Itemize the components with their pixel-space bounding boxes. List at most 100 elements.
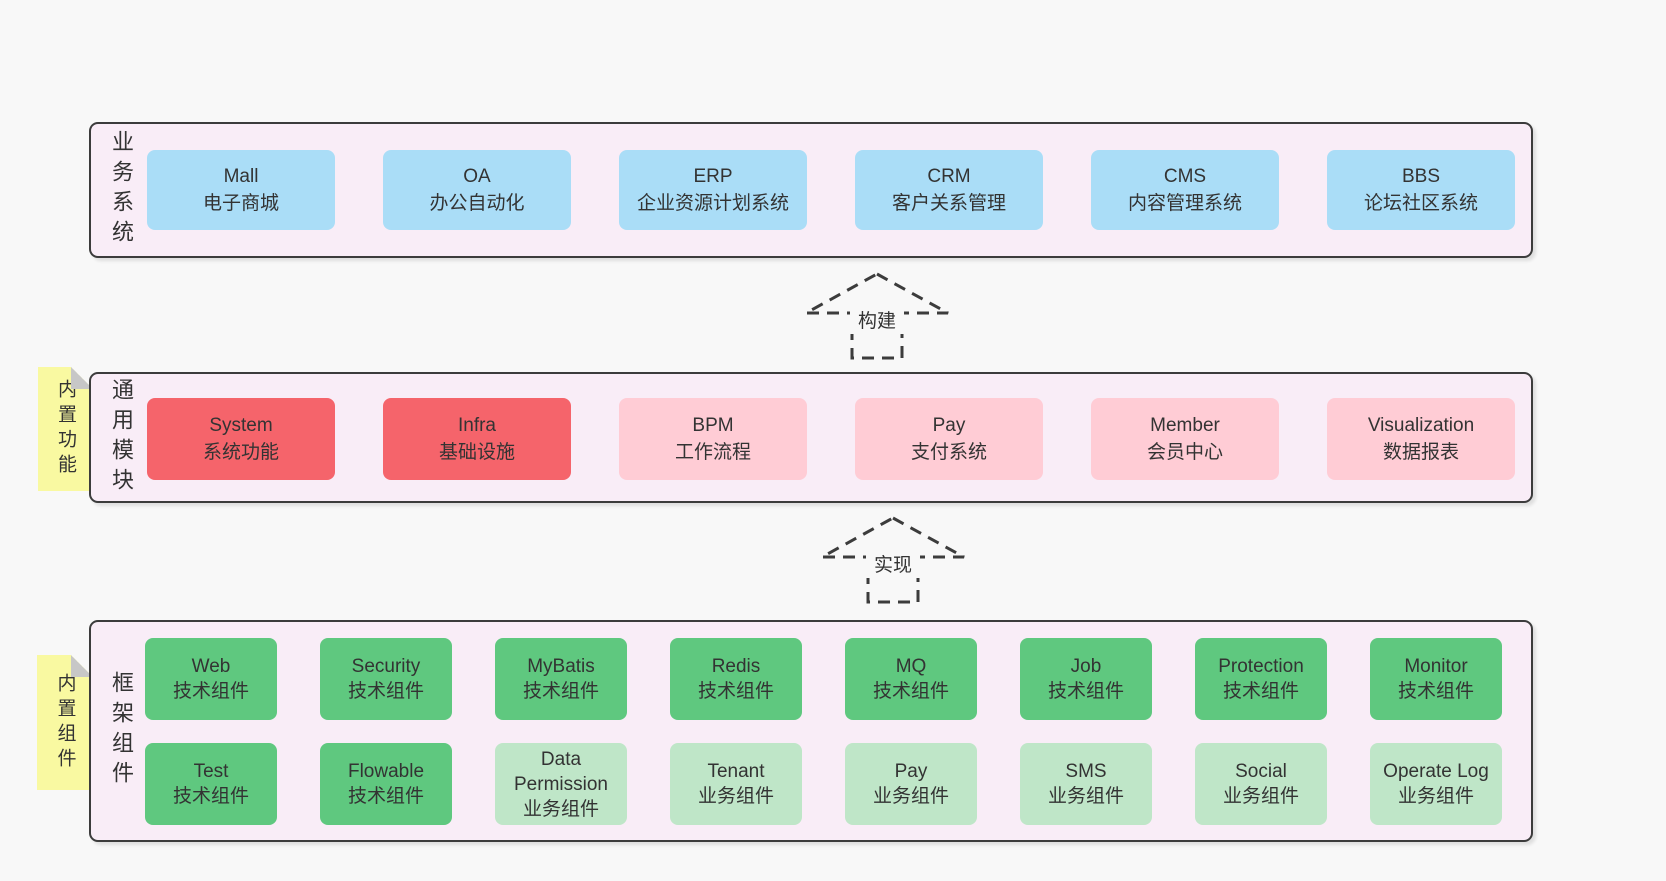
- component-box-mybatis: MyBatis 技术组件: [495, 638, 627, 720]
- system-box-cms: CMS 内容管理系统: [1091, 150, 1279, 230]
- module-box-bpm: BPM 工作流程: [619, 398, 807, 480]
- box-desc: 技术组件: [347, 681, 424, 702]
- box-name: System: [209, 415, 273, 436]
- framework-components-row-2: Test 技术组件 Flowable 技术组件 Data Permission …: [145, 743, 1502, 825]
- box-desc: 工作流程: [674, 442, 751, 463]
- component-box-operate-log: Operate Log 业务组件: [1370, 743, 1502, 825]
- box-desc: 技术组件: [347, 786, 424, 807]
- note-text: 内置功能: [55, 379, 76, 479]
- component-box-security: Security 技术组件: [320, 638, 452, 720]
- component-box-tenant: Tenant 业务组件: [670, 743, 802, 825]
- component-box-pay: Pay 业务组件: [845, 743, 977, 825]
- box-name: Web: [191, 656, 231, 677]
- business-systems-row: Mall 电子商城 OA 办公自动化 ERP 企业资源计划系统 CRM 客户关系…: [147, 150, 1515, 230]
- arrow-build-label: 构建: [858, 310, 896, 332]
- module-box-pay: Pay 支付系统: [855, 398, 1043, 480]
- component-box-test: Test 技术组件: [145, 743, 277, 825]
- box-desc: 企业资源计划系统: [636, 193, 789, 214]
- layer-framework-components: 框架组件 Web 技术组件 Security 技术组件 MyBatis 技术组件…: [89, 620, 1533, 842]
- component-box-protection: Protection 技术组件: [1195, 638, 1327, 720]
- box-name: Redis: [711, 656, 761, 677]
- box-desc: 技术组件: [1397, 681, 1474, 702]
- box-desc: 内容管理系统: [1127, 193, 1242, 214]
- note-built-in-components: 内置组件: [37, 655, 93, 790]
- box-desc: 基础设施: [438, 442, 515, 463]
- note-built-in-functions: 内置功能: [38, 367, 93, 491]
- box-desc: 技术组件: [872, 681, 949, 702]
- box-desc: 支付系统: [910, 442, 987, 463]
- box-name: SMS: [1065, 761, 1107, 782]
- component-box-web: Web 技术组件: [145, 638, 277, 720]
- box-desc: 数据报表: [1382, 442, 1459, 463]
- box-name: Pay: [932, 415, 966, 436]
- box-desc: 业务组件: [872, 786, 949, 807]
- box-desc: 技术组件: [172, 786, 249, 807]
- component-box-sms: SMS 业务组件: [1020, 743, 1152, 825]
- box-desc: 业务组件: [522, 798, 599, 820]
- box-name: Monitor: [1404, 656, 1468, 677]
- note-text: 内置组件: [54, 672, 76, 773]
- box-name: OA: [463, 166, 491, 187]
- component-box-job: Job 技术组件: [1020, 638, 1152, 720]
- system-box-oa: OA 办公自动化: [383, 150, 571, 230]
- box-desc: 办公自动化: [429, 193, 525, 214]
- layer-business-systems: 业务系统 Mall 电子商城 OA 办公自动化 ERP 企业资源计划系统 CRM…: [89, 122, 1533, 258]
- box-name: MQ: [895, 656, 927, 677]
- box-name: Data Permission: [514, 748, 608, 795]
- box-name: Visualization: [1367, 415, 1475, 436]
- box-desc: 电子商城: [202, 193, 279, 214]
- box-desc: 系统功能: [202, 442, 279, 463]
- component-box-redis: Redis 技术组件: [670, 638, 802, 720]
- box-name: Security: [351, 656, 421, 677]
- system-box-mall: Mall 电子商城: [147, 150, 335, 230]
- layer-common-modules: 通用模块 System 系统功能 Infra 基础设施 BPM 工作流程 Pay…: [89, 372, 1533, 503]
- system-box-erp: ERP 企业资源计划系统: [619, 150, 807, 230]
- box-name: BPM: [692, 415, 734, 436]
- box-desc: 业务组件: [697, 786, 774, 807]
- up-arrow-build-icon: 构建: [805, 272, 949, 360]
- box-name: Flowable: [347, 761, 425, 782]
- layer-label-framework-components: 框架组件: [109, 671, 134, 791]
- box-name: Operate Log: [1383, 761, 1489, 782]
- box-desc: 业务组件: [1222, 786, 1299, 807]
- up-arrow-implement-icon: 实现: [821, 516, 965, 604]
- framework-components-row-1: Web 技术组件 Security 技术组件 MyBatis 技术组件 Redi…: [145, 638, 1502, 720]
- box-name: CMS: [1163, 166, 1207, 187]
- module-box-member: Member 会员中心: [1091, 398, 1279, 480]
- box-name: ERP: [693, 166, 733, 187]
- box-desc: 业务组件: [1047, 786, 1124, 807]
- box-desc: 技术组件: [1047, 681, 1124, 702]
- box-desc: 技术组件: [697, 681, 774, 702]
- box-desc: 业务组件: [1397, 786, 1474, 807]
- box-desc: 会员中心: [1146, 442, 1223, 463]
- module-box-system: System 系统功能: [147, 398, 335, 480]
- component-box-social: Social 业务组件: [1195, 743, 1327, 825]
- box-name: Protection: [1218, 656, 1304, 677]
- box-name: MyBatis: [527, 656, 595, 677]
- box-desc: 客户关系管理: [891, 193, 1006, 214]
- module-box-infra: Infra 基础设施: [383, 398, 571, 480]
- box-name: Pay: [894, 761, 928, 782]
- layer-label-business-systems: 业务系统: [109, 130, 134, 250]
- component-box-monitor: Monitor 技术组件: [1370, 638, 1502, 720]
- box-desc: 技术组件: [1222, 681, 1299, 702]
- component-box-mq: MQ 技术组件: [845, 638, 977, 720]
- component-box-data-permission: Data Permission 业务组件: [495, 743, 627, 825]
- box-name: Test: [193, 761, 229, 782]
- system-box-bbs: BBS 论坛社区系统: [1327, 150, 1515, 230]
- layer-label-common-modules: 通用模块: [109, 377, 134, 498]
- box-name: Member: [1150, 415, 1220, 436]
- box-desc: 技术组件: [522, 681, 599, 702]
- box-name: Infra: [457, 415, 497, 436]
- box-name: Tenant: [707, 761, 765, 782]
- box-name: CRM: [927, 166, 971, 187]
- module-box-visualization: Visualization 数据报表: [1327, 398, 1515, 480]
- box-desc: 技术组件: [172, 681, 249, 702]
- arrow-implement-label: 实现: [874, 554, 912, 576]
- system-box-crm: CRM 客户关系管理: [855, 150, 1043, 230]
- box-name: Social: [1235, 761, 1287, 782]
- box-name: Mall: [223, 166, 259, 187]
- component-box-flowable: Flowable 技术组件: [320, 743, 452, 825]
- common-modules-row: System 系统功能 Infra 基础设施 BPM 工作流程 Pay 支付系统…: [147, 398, 1515, 480]
